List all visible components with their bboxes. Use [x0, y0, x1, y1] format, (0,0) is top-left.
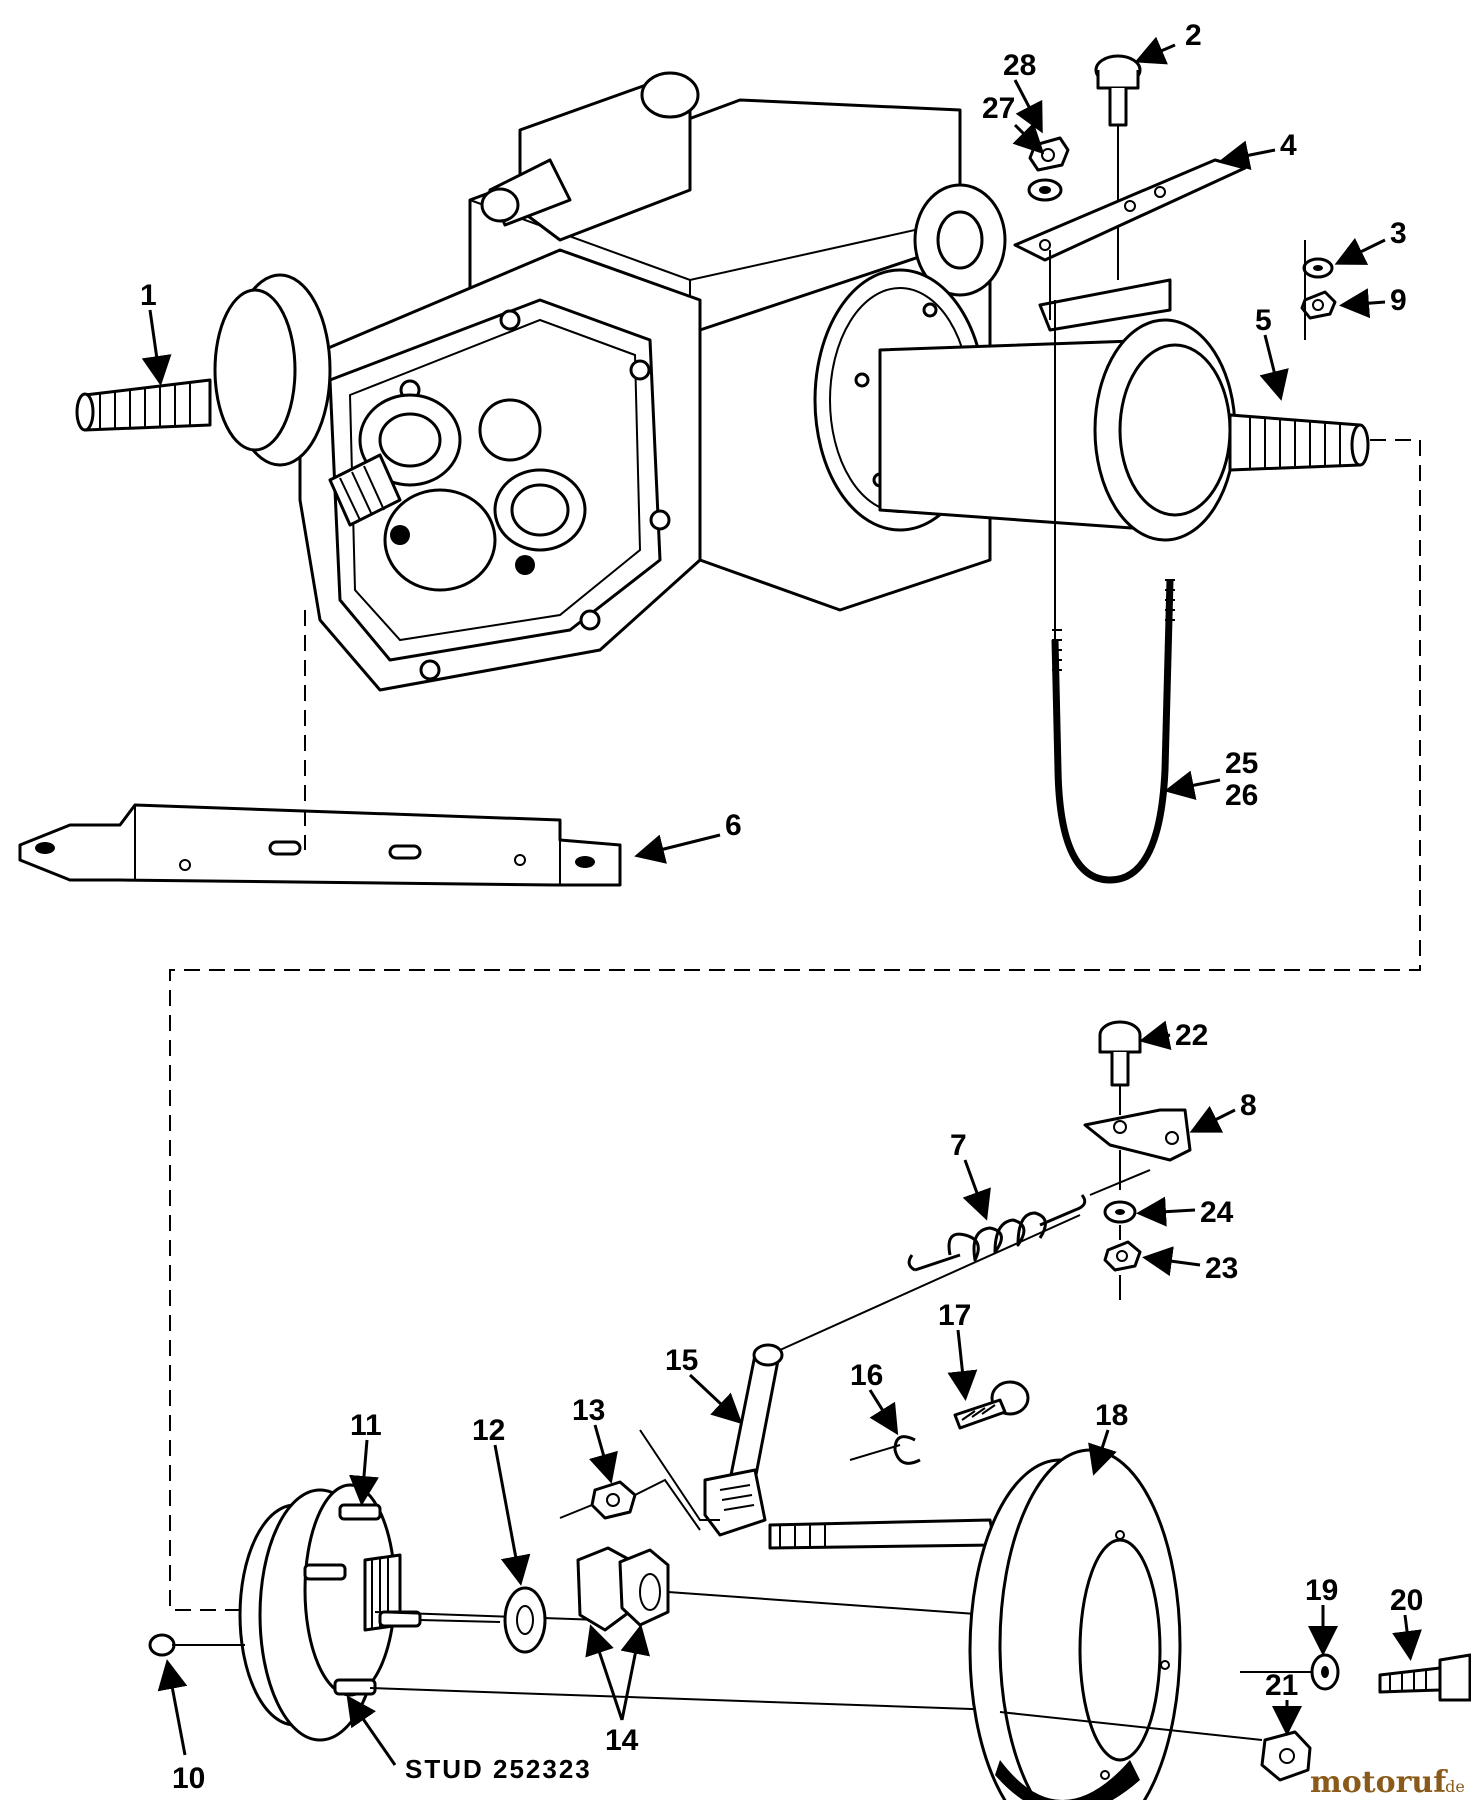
callout-10: 10 [172, 1762, 205, 1795]
transaxle-housing [213, 71, 1237, 692]
callout-7: 7 [950, 1129, 967, 1162]
callout-12: 12 [472, 1414, 505, 1447]
brake-drum-part-18 [768, 1448, 1182, 1800]
callout-5: 5 [1255, 304, 1272, 337]
brake-bracket-part-8 [1083, 1108, 1192, 1162]
nut-part-23 [1103, 1240, 1142, 1272]
nut-part-9 [1300, 290, 1337, 320]
u-bolt-part-25-26 [1051, 300, 1175, 884]
pin-part-17 [953, 1380, 1030, 1430]
watermark-brand: motoruf [1310, 1765, 1448, 1800]
callout-4: 4 [1280, 129, 1297, 162]
callout-8: 8 [1240, 1089, 1257, 1122]
e-clip-part-16 [849, 1435, 921, 1465]
callout-21: 21 [1265, 1669, 1298, 1702]
callout-27: 27 [982, 92, 1015, 125]
callout-labels: 1 2 3 4 5 6 7 8 9 10 11 12 13 14 15 16 1… [140, 19, 1423, 1795]
hub-part-11 [238, 1483, 422, 1742]
callout-1: 1 [140, 279, 157, 312]
stud-label: STUD 252323 [405, 1754, 592, 1784]
washer-part-12 [503, 1586, 547, 1654]
callout-20: 20 [1390, 1584, 1423, 1617]
callout-22: 22 [1175, 1019, 1208, 1052]
callout-26: 26 [1225, 779, 1258, 812]
washer-part-19 [1240, 1653, 1340, 1691]
spring-part-7 [907, 1169, 1151, 1272]
nut-part-13 [559, 1478, 701, 1531]
callout-16: 16 [850, 1359, 883, 1392]
bolt-part-20 [1378, 1653, 1471, 1702]
screw-part-10 [148, 1633, 245, 1657]
callout-11: 11 [350, 1409, 382, 1442]
bolt-part-2 [1094, 54, 1142, 280]
callout-23: 23 [1205, 1252, 1238, 1285]
callout-28: 28 [1003, 49, 1036, 82]
washer-part-27 [1027, 178, 1063, 202]
callout-25: 25 [1225, 747, 1258, 780]
callout-17: 17 [938, 1299, 971, 1332]
callout-13: 13 [572, 1394, 605, 1427]
callout-9: 9 [1390, 284, 1407, 317]
watermark-suffix: .de [1440, 1777, 1465, 1796]
callout-14: 14 [605, 1724, 639, 1757]
left-axle-shaft [75, 378, 212, 432]
callout-15: 15 [665, 1344, 698, 1377]
callout-24: 24 [1200, 1196, 1234, 1229]
callout-3: 3 [1390, 217, 1407, 250]
mounting-bracket-part-6 [18, 803, 622, 887]
callout-6: 6 [725, 809, 742, 842]
nut-part-28 [1028, 136, 1070, 172]
callout-19: 19 [1305, 1574, 1338, 1607]
washer-part-24 [1103, 1200, 1137, 1224]
nuts-part-14 [576, 1546, 991, 1632]
callout-18: 18 [1095, 1399, 1128, 1432]
callout-2: 2 [1185, 19, 1202, 52]
brake-lever-part-15 [639, 1214, 1081, 1537]
watermark-logo: motoruf .de [1310, 1765, 1465, 1800]
bolt-part-22 [1098, 1020, 1142, 1115]
leader-arrows [141, 36, 1422, 1766]
washer-part-3 [1302, 257, 1334, 279]
right-axle-shaft [1228, 413, 1370, 472]
